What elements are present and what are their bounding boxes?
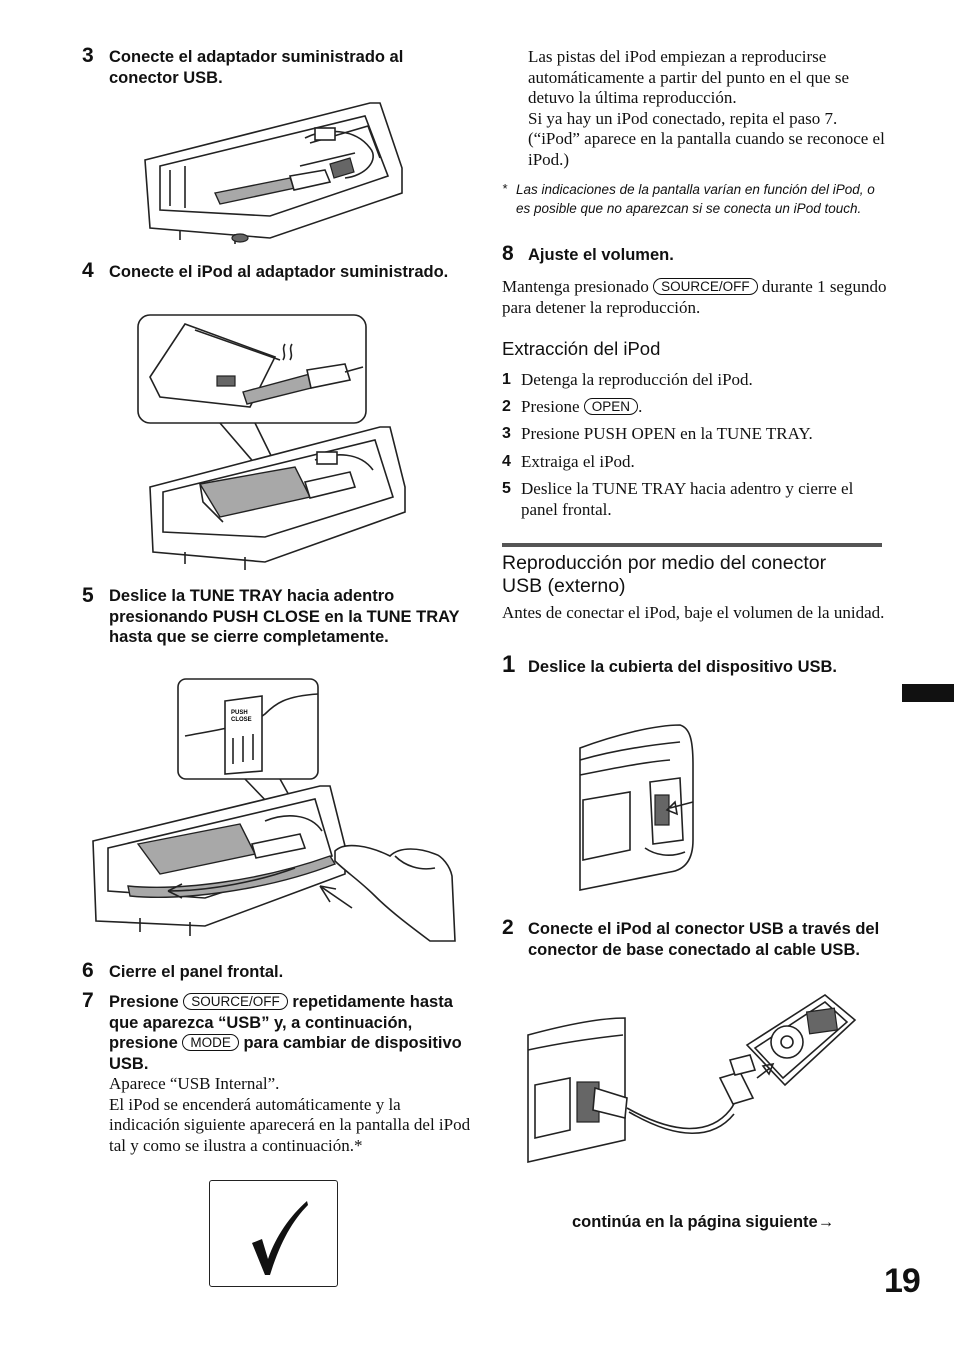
- ipod-to-adapter-illustration: [137, 314, 406, 570]
- step-5-title: Deslice la TUNE TRAY hacia adentro presi…: [109, 587, 460, 646]
- side-tab-marker: [902, 684, 954, 702]
- checkmark-icon: [252, 1201, 308, 1275]
- extraccion-heading: Extracción del iPod: [502, 338, 661, 359]
- step-5-number: 5: [82, 584, 94, 607]
- list-text: Deslice la TUNE TRAY hacia adentro y cie…: [521, 479, 854, 519]
- step-3-title: Conecte el adaptador suministrado al con…: [109, 48, 404, 87]
- list-text: Presione: [521, 397, 580, 416]
- svg-text:CLOSE: CLOSE: [231, 717, 252, 723]
- usb-step-2-number: 2: [502, 916, 514, 939]
- adapter-to-usb-illustration: [144, 102, 403, 244]
- step-3-number: 3: [82, 44, 94, 67]
- list-text: Detenga la reproducción del iPod.: [521, 370, 753, 389]
- step-7-number: 7: [82, 989, 94, 1012]
- list-number: 4: [502, 453, 511, 470]
- step-6-number: 6: [82, 959, 94, 982]
- list-number: 2: [502, 398, 511, 415]
- step-8-text-1: Mantenga presionado: [502, 277, 649, 296]
- ipod-usb-cable-illustration: [527, 994, 857, 1164]
- usb-section-heading: Reproducción por medio del conector USB …: [502, 552, 827, 597]
- list-number: 5: [502, 480, 511, 497]
- usb-section-intro: Antes de conectar el iPod, baje el volum…: [502, 603, 885, 622]
- usb-step-2-title: Conecte el iPod al conector USB a través…: [528, 920, 880, 959]
- step-7-text-1: Presione: [109, 993, 179, 1011]
- step-7-text-2: repetidamente hasta que aparezca “USB” y…: [109, 993, 453, 1052]
- section-divider: [502, 543, 882, 547]
- usb-step-1-number: 1: [502, 651, 516, 678]
- step-8-text-2: durante 1 segundo para detener la reprod…: [502, 277, 887, 317]
- step-6-title: Cierre el panel frontal.: [109, 963, 284, 981]
- list-number: 3: [502, 425, 511, 442]
- step-8-body: Mantenga presionado SOURCE/OFF durante 1…: [502, 277, 888, 318]
- step-8-number: 8: [502, 242, 514, 265]
- step-7-title: Presione SOURCE/OFF repetidamente hasta …: [109, 992, 471, 1074]
- footnote-text: Las indicaciones de la pantalla varían e…: [516, 182, 875, 216]
- step-4-number: 4: [82, 259, 94, 282]
- open-button[interactable]: OPEN: [583, 398, 639, 415]
- step-7-body: Aparece “USB Internal”. El iPod se encen…: [109, 1074, 471, 1155]
- source-off-button[interactable]: SOURCE/OFF: [183, 993, 288, 1010]
- step-7-text-3: para cambiar de dispositivo USB.: [109, 1034, 462, 1073]
- step-7-continuation: Las pistas del iPod empiezan a reproduci…: [528, 47, 885, 169]
- continue-next-page: continúa en la página siguiente→: [572, 1213, 835, 1231]
- step-4-title: Conecte el iPod al adaptador suministrad…: [109, 263, 449, 281]
- list-text: Presione PUSH OPEN en la TUNE TRAY.: [521, 424, 813, 443]
- push-close-text: PUSH: [231, 710, 248, 716]
- usb-cover-illustration: [579, 724, 694, 891]
- footnote-mark: *: [502, 181, 508, 196]
- list-text: Extraiga el iPod.: [521, 452, 635, 471]
- push-close-illustration: PUSH CLOSE: [92, 678, 456, 942]
- page-number: 19: [884, 1262, 921, 1300]
- usb-step-1-title: Deslice la cubierta del dispositivo USB.: [528, 658, 838, 676]
- list-number: 1: [502, 371, 511, 388]
- mode-button[interactable]: MODE: [182, 1034, 239, 1051]
- source-off-hold-button[interactable]: SOURCE/OFF: [653, 278, 758, 295]
- ipod-screen-checkmark-box: [209, 1180, 338, 1287]
- step-8-title: Ajuste el volumen.: [528, 246, 674, 264]
